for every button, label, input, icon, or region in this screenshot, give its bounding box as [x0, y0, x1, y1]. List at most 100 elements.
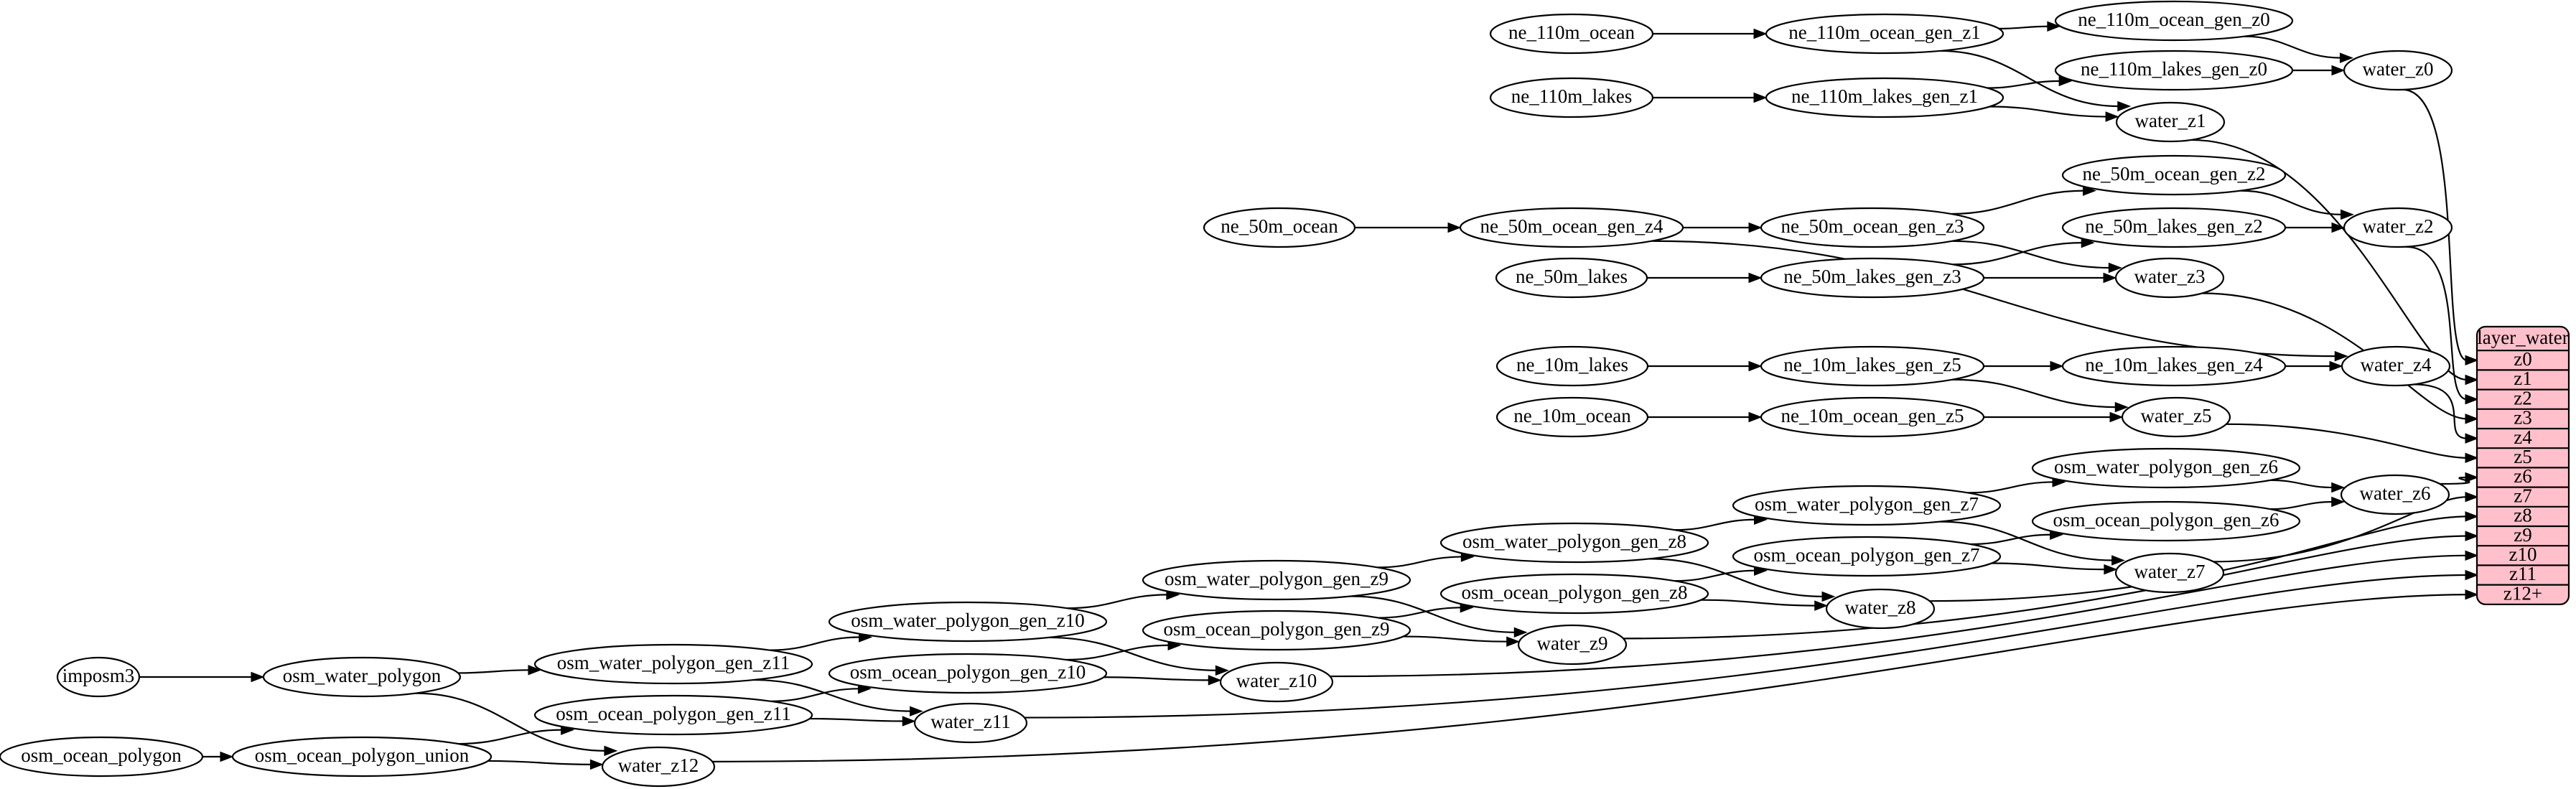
graph-node-osm_ocean_polygon_union[interactable]: osm_ocean_polygon_union — [231, 736, 493, 778]
graph-node-ne_110m_ocean_gen_z1[interactable]: ne_110m_ocean_gen_z1 — [1765, 13, 2005, 55]
graph-node-water_z0[interactable]: water_z0 — [2343, 50, 2453, 91]
edge-line — [770, 688, 860, 702]
graph-node-osm_ocean_polygon_gen_z10[interactable]: osm_ocean_polygon_gen_z10 — [828, 653, 1108, 694]
edge-arrowhead — [1748, 360, 1763, 372]
edge-arrowhead — [910, 706, 923, 716]
graph-edge — [1929, 511, 2479, 602]
graph-edge — [1951, 185, 2096, 215]
graph-node-osm_water_polygon_gen_z9[interactable]: osm_water_polygon_gen_z9 — [1142, 559, 1411, 601]
graph-node-water_z11[interactable]: water_z11 — [913, 702, 1028, 744]
graph-node-ne_10m_ocean_gen_z5[interactable]: ne_10m_ocean_gen_z5 — [1760, 396, 1985, 438]
node-shape — [1760, 345, 1985, 387]
graph-edge — [1989, 106, 2119, 122]
node-shape — [262, 656, 462, 698]
graph-node-ne_10m_ocean[interactable]: ne_10m_ocean — [1495, 396, 1649, 438]
edge-arrowhead — [2341, 209, 2354, 220]
graph-node-water_z10[interactable]: water_z10 — [1219, 661, 1334, 703]
graph-node-ne_110m_lakes_gen_z0[interactable]: ne_110m_lakes_gen_z0 — [2054, 50, 2294, 91]
graph-node-ne_50m_lakes[interactable]: ne_50m_lakes — [1495, 257, 1648, 299]
edge-arrowhead — [2465, 393, 2479, 405]
graph-node-osm_ocean_polygon_gen_z11[interactable]: osm_ocean_polygon_gen_z11 — [533, 694, 813, 736]
graph-edge — [1377, 551, 1475, 569]
graph-edge — [202, 751, 234, 762]
node-shape — [1732, 485, 2002, 526]
layer-water-record[interactable] — [2475, 325, 2570, 605]
graph-edge — [2226, 423, 2479, 464]
node-shape — [1459, 207, 1684, 248]
graph-node-ne_110m_ocean[interactable]: ne_110m_ocean — [1489, 13, 1654, 55]
graph-node-ne_50m_ocean_gen_z3[interactable]: ne_50m_ocean_gen_z3 — [1760, 207, 1985, 248]
edge-line — [2414, 383, 2468, 439]
graph-node-osm_ocean_polygon[interactable]: osm_ocean_polygon — [0, 736, 204, 778]
edge-arrowhead — [2465, 569, 2479, 581]
node-shape — [913, 702, 1028, 744]
edge-arrowhead — [2050, 360, 2064, 372]
graph-node-osm_water_polygon[interactable]: osm_water_polygon — [262, 656, 462, 698]
graph-node-water_z4[interactable]: water_z4 — [2341, 345, 2451, 387]
graph-node-water_z3[interactable]: water_z3 — [2114, 257, 2225, 299]
graph-node-water_z2[interactable]: water_z2 — [2343, 207, 2453, 248]
graph-node-water_z1[interactable]: water_z1 — [2115, 101, 2226, 143]
graph-node-osm_water_polygon_gen_z8[interactable]: osm_water_polygon_gen_z8 — [1439, 522, 1709, 564]
edge-arrowhead — [1506, 636, 1521, 647]
graph-node-water_z7[interactable]: water_z7 — [2114, 552, 2225, 594]
edge-line — [1992, 562, 2106, 571]
graph-node-osm_water_polygon_gen_z7[interactable]: osm_water_polygon_gen_z7 — [1732, 485, 2002, 526]
graph-node-osm_ocean_polygon_gen_z7[interactable]: osm_ocean_polygon_gen_z7 — [1732, 536, 2002, 577]
graph-node-water_z9[interactable]: water_z9 — [1517, 624, 1628, 666]
edge-line — [458, 669, 530, 674]
graph-edge — [770, 632, 873, 651]
edge-line — [1968, 481, 2055, 494]
edge-arrowhead — [2465, 472, 2479, 483]
graph-node-water_z8[interactable]: water_z8 — [1825, 588, 1936, 630]
graph-node-ne_110m_lakes_gen_z1[interactable]: ne_110m_lakes_gen_z1 — [1765, 77, 2005, 118]
graph-edge — [1378, 602, 1474, 619]
graph-node-osm_water_polygon_gen_z10[interactable]: osm_water_polygon_gen_z10 — [828, 601, 1108, 643]
graph-node-ne_50m_lakes_gen_z3[interactable]: ne_50m_lakes_gen_z3 — [1760, 257, 1985, 299]
edge-line — [2270, 500, 2333, 510]
graph-node-water_z12[interactable]: water_z12 — [601, 746, 716, 788]
graph-node-ne_110m_lakes[interactable]: ne_110m_lakes — [1489, 77, 1654, 118]
edge-line — [1024, 574, 2468, 719]
graph-node-ne_10m_lakes_gen_z5[interactable]: ne_10m_lakes_gen_z5 — [1760, 345, 1985, 387]
edge-arrowhead — [2465, 511, 2479, 522]
node-shape — [0, 736, 204, 778]
edge-arrowhead — [2465, 355, 2479, 366]
edge-line — [1103, 676, 1210, 681]
edge-arrowhead — [1821, 591, 1836, 602]
graph-node-osm_ocean_polygon_gen_z6[interactable]: osm_ocean_polygon_gen_z6 — [2031, 500, 2301, 542]
graph-node-water_z5[interactable]: water_z5 — [2121, 396, 2231, 438]
graph-node-osm_ocean_polygon_gen_z9[interactable]: osm_ocean_polygon_gen_z9 — [1142, 610, 1411, 651]
graph-node-ne_10m_lakes_gen_z4[interactable]: ne_10m_lakes_gen_z4 — [2061, 345, 2287, 387]
graph-edge — [2270, 479, 2346, 493]
graph-edge — [770, 683, 872, 702]
node-shape — [2054, 0, 2294, 42]
graph-node-ne_50m_ocean[interactable]: ne_50m_ocean — [1203, 207, 1356, 248]
graph-edge — [1653, 92, 1768, 103]
edge-line — [2226, 423, 2468, 459]
graph-node-osm_ocean_polygon_gen_z8[interactable]: osm_ocean_polygon_gen_z8 — [1439, 573, 1709, 615]
graph-edge — [1683, 222, 1763, 233]
edge-line — [2405, 246, 2468, 401]
node-shape — [1825, 588, 1936, 630]
edge-arrowhead — [528, 665, 542, 676]
graph-node-ne_50m_ocean_gen_z4[interactable]: ne_50m_ocean_gen_z4 — [1459, 207, 1684, 248]
graph-edge — [2405, 246, 2479, 405]
graph-node-osm_water_polygon_gen_z6[interactable]: osm_water_polygon_gen_z6 — [2031, 447, 2301, 489]
graph-edge — [1648, 360, 1763, 372]
edge-arrowhead — [2331, 496, 2346, 508]
edge-arrowhead — [2465, 414, 2479, 424]
edge-arrowhead — [2465, 589, 2479, 600]
graph-node-water_z6[interactable]: water_z6 — [2340, 474, 2450, 515]
graph-node-imposm3[interactable]: imposm3 — [56, 656, 141, 698]
graph-node-ne_50m_ocean_gen_z2[interactable]: ne_50m_ocean_gen_z2 — [2061, 154, 2287, 196]
graph-node-osm_water_polygon_gen_z11[interactable]: osm_water_polygon_gen_z11 — [533, 643, 813, 685]
edge-arrowhead — [1753, 92, 1768, 103]
graph-node-ne_50m_lakes_gen_z2[interactable]: ne_50m_lakes_gen_z2 — [2061, 207, 2287, 248]
graph-edge — [1403, 635, 1521, 647]
edge-arrowhead — [2331, 222, 2346, 233]
graph-node-ne_10m_lakes[interactable]: ne_10m_lakes — [1495, 345, 1649, 387]
graph-node-ne_110m_ocean_gen_z0[interactable]: ne_110m_ocean_gen_z0 — [2054, 0, 2294, 42]
graph-edge — [1674, 565, 1768, 582]
